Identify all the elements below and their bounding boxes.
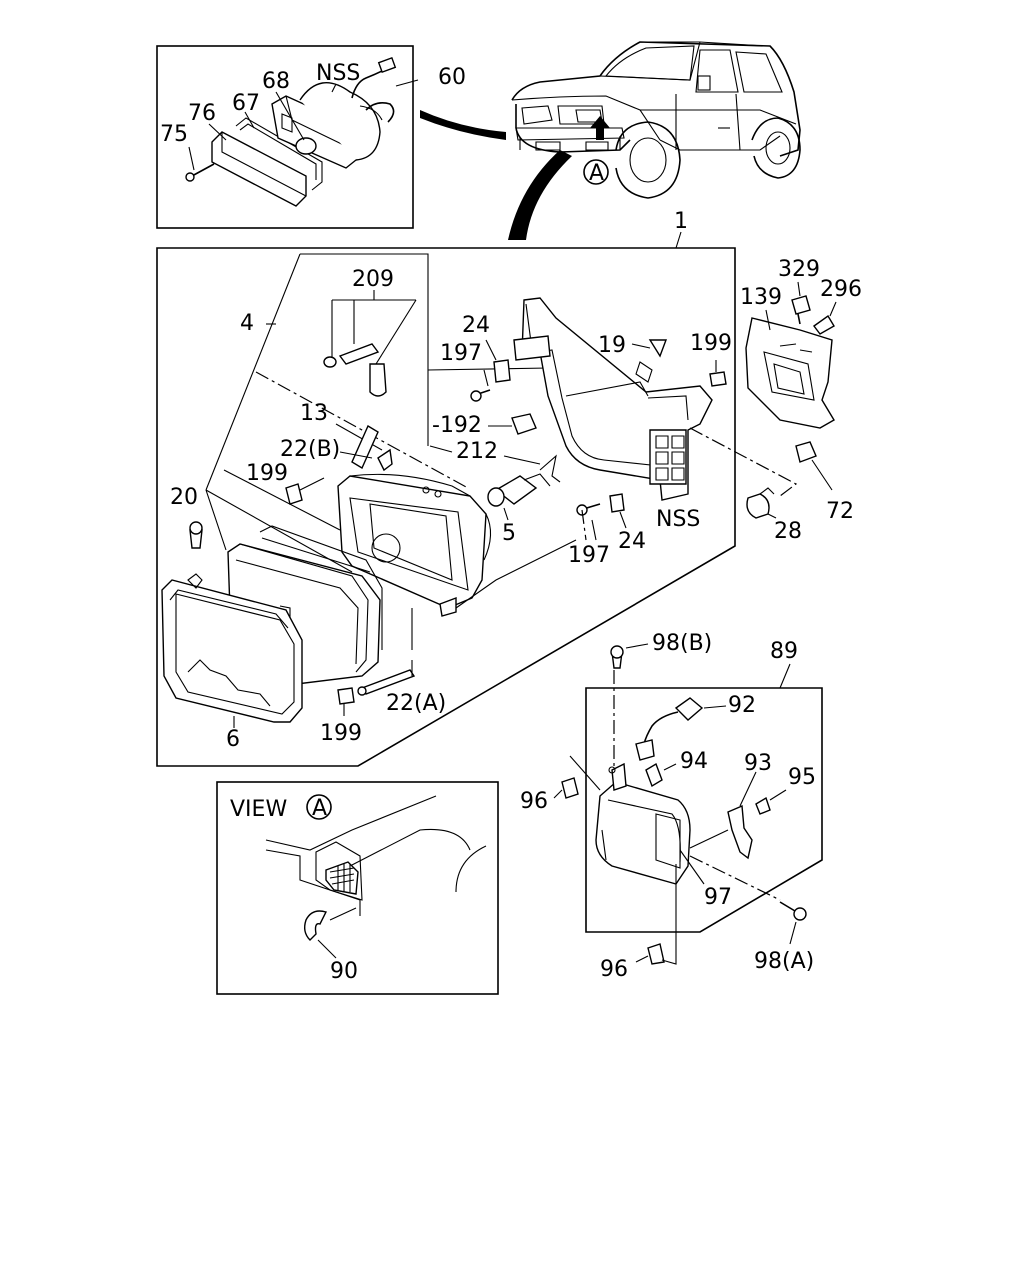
bracket-139-group: 139 329 296 72 28 (689, 257, 862, 544)
callout-19: 19 (598, 333, 626, 358)
callout-76: 76 (188, 101, 216, 126)
callout-28: 28 (774, 519, 802, 544)
callout-93: 93 (744, 751, 772, 776)
callout-6: 6 (226, 727, 240, 752)
view-a-title: VIEW (230, 797, 287, 822)
view-a-title-letter: A (312, 796, 327, 821)
callout-98b: 98(B) (652, 631, 712, 656)
callout-nss: NSS (316, 61, 360, 86)
callout-1: 1 (674, 209, 688, 234)
callout-24-lower: 24 (618, 529, 646, 554)
callout-75: 75 (160, 122, 188, 147)
callout-92: 92 (728, 693, 756, 718)
callout-68: 68 (262, 69, 290, 94)
callout-90: 90 (330, 959, 358, 984)
vehicle-illustration: A (511, 41, 801, 199)
callout-139: 139 (740, 285, 782, 310)
callout-98a: 98(A) (754, 949, 814, 974)
callout-212: 212 (456, 439, 498, 464)
headlamp-box: 1 209 4 13 22(B) 199 20 (156, 209, 736, 767)
callout-209: 209 (352, 267, 394, 292)
callout-89: 89 (770, 639, 798, 664)
callout-24-top: 24 (462, 313, 490, 338)
callout-67: 67 (232, 91, 260, 116)
view-a-box: VIEW A 90 (216, 781, 499, 995)
callout-5: 5 (502, 521, 516, 546)
callout-20: 20 (170, 485, 198, 510)
callout-96-lower: 96 (600, 957, 628, 982)
callout-nss-bracket: NSS (656, 507, 700, 532)
screw-98a-group: 98(A) (689, 855, 814, 974)
fog-lamp-arrow (420, 110, 506, 140)
callout-60: 60 (438, 65, 466, 90)
callout-199-bottom: 199 (320, 721, 362, 746)
callout-96-upper: 96 (520, 789, 548, 814)
clip-96-group: 96 96 (520, 755, 677, 982)
headlamp-arrow (508, 150, 572, 240)
side-marker-box: 89 98(B) 92 94 97 93 95 (585, 631, 823, 933)
callout-197-top: 197 (440, 341, 482, 366)
callout-199-right: 199 (690, 331, 732, 356)
callout-72: 72 (826, 499, 854, 524)
callout-13: 13 (300, 401, 328, 426)
callout-95: 95 (788, 765, 816, 790)
callout-97: 97 (704, 885, 732, 910)
callout-22a: 22(A) (386, 691, 446, 716)
callout-197-lower: 197 (568, 543, 610, 568)
callout-296: 296 (820, 277, 862, 302)
callout-199-top: 199 (246, 461, 288, 486)
callout-4: 4 (240, 311, 254, 336)
callout-94: 94 (680, 749, 708, 774)
callout-329: 329 (778, 257, 820, 282)
callout-192: -192 (432, 413, 482, 438)
callout-22b: 22(B) (280, 437, 340, 462)
fog-lamp-box: 60 68 NSS 67 76 75 (156, 45, 466, 229)
view-a-marker-letter: A (589, 161, 604, 186)
